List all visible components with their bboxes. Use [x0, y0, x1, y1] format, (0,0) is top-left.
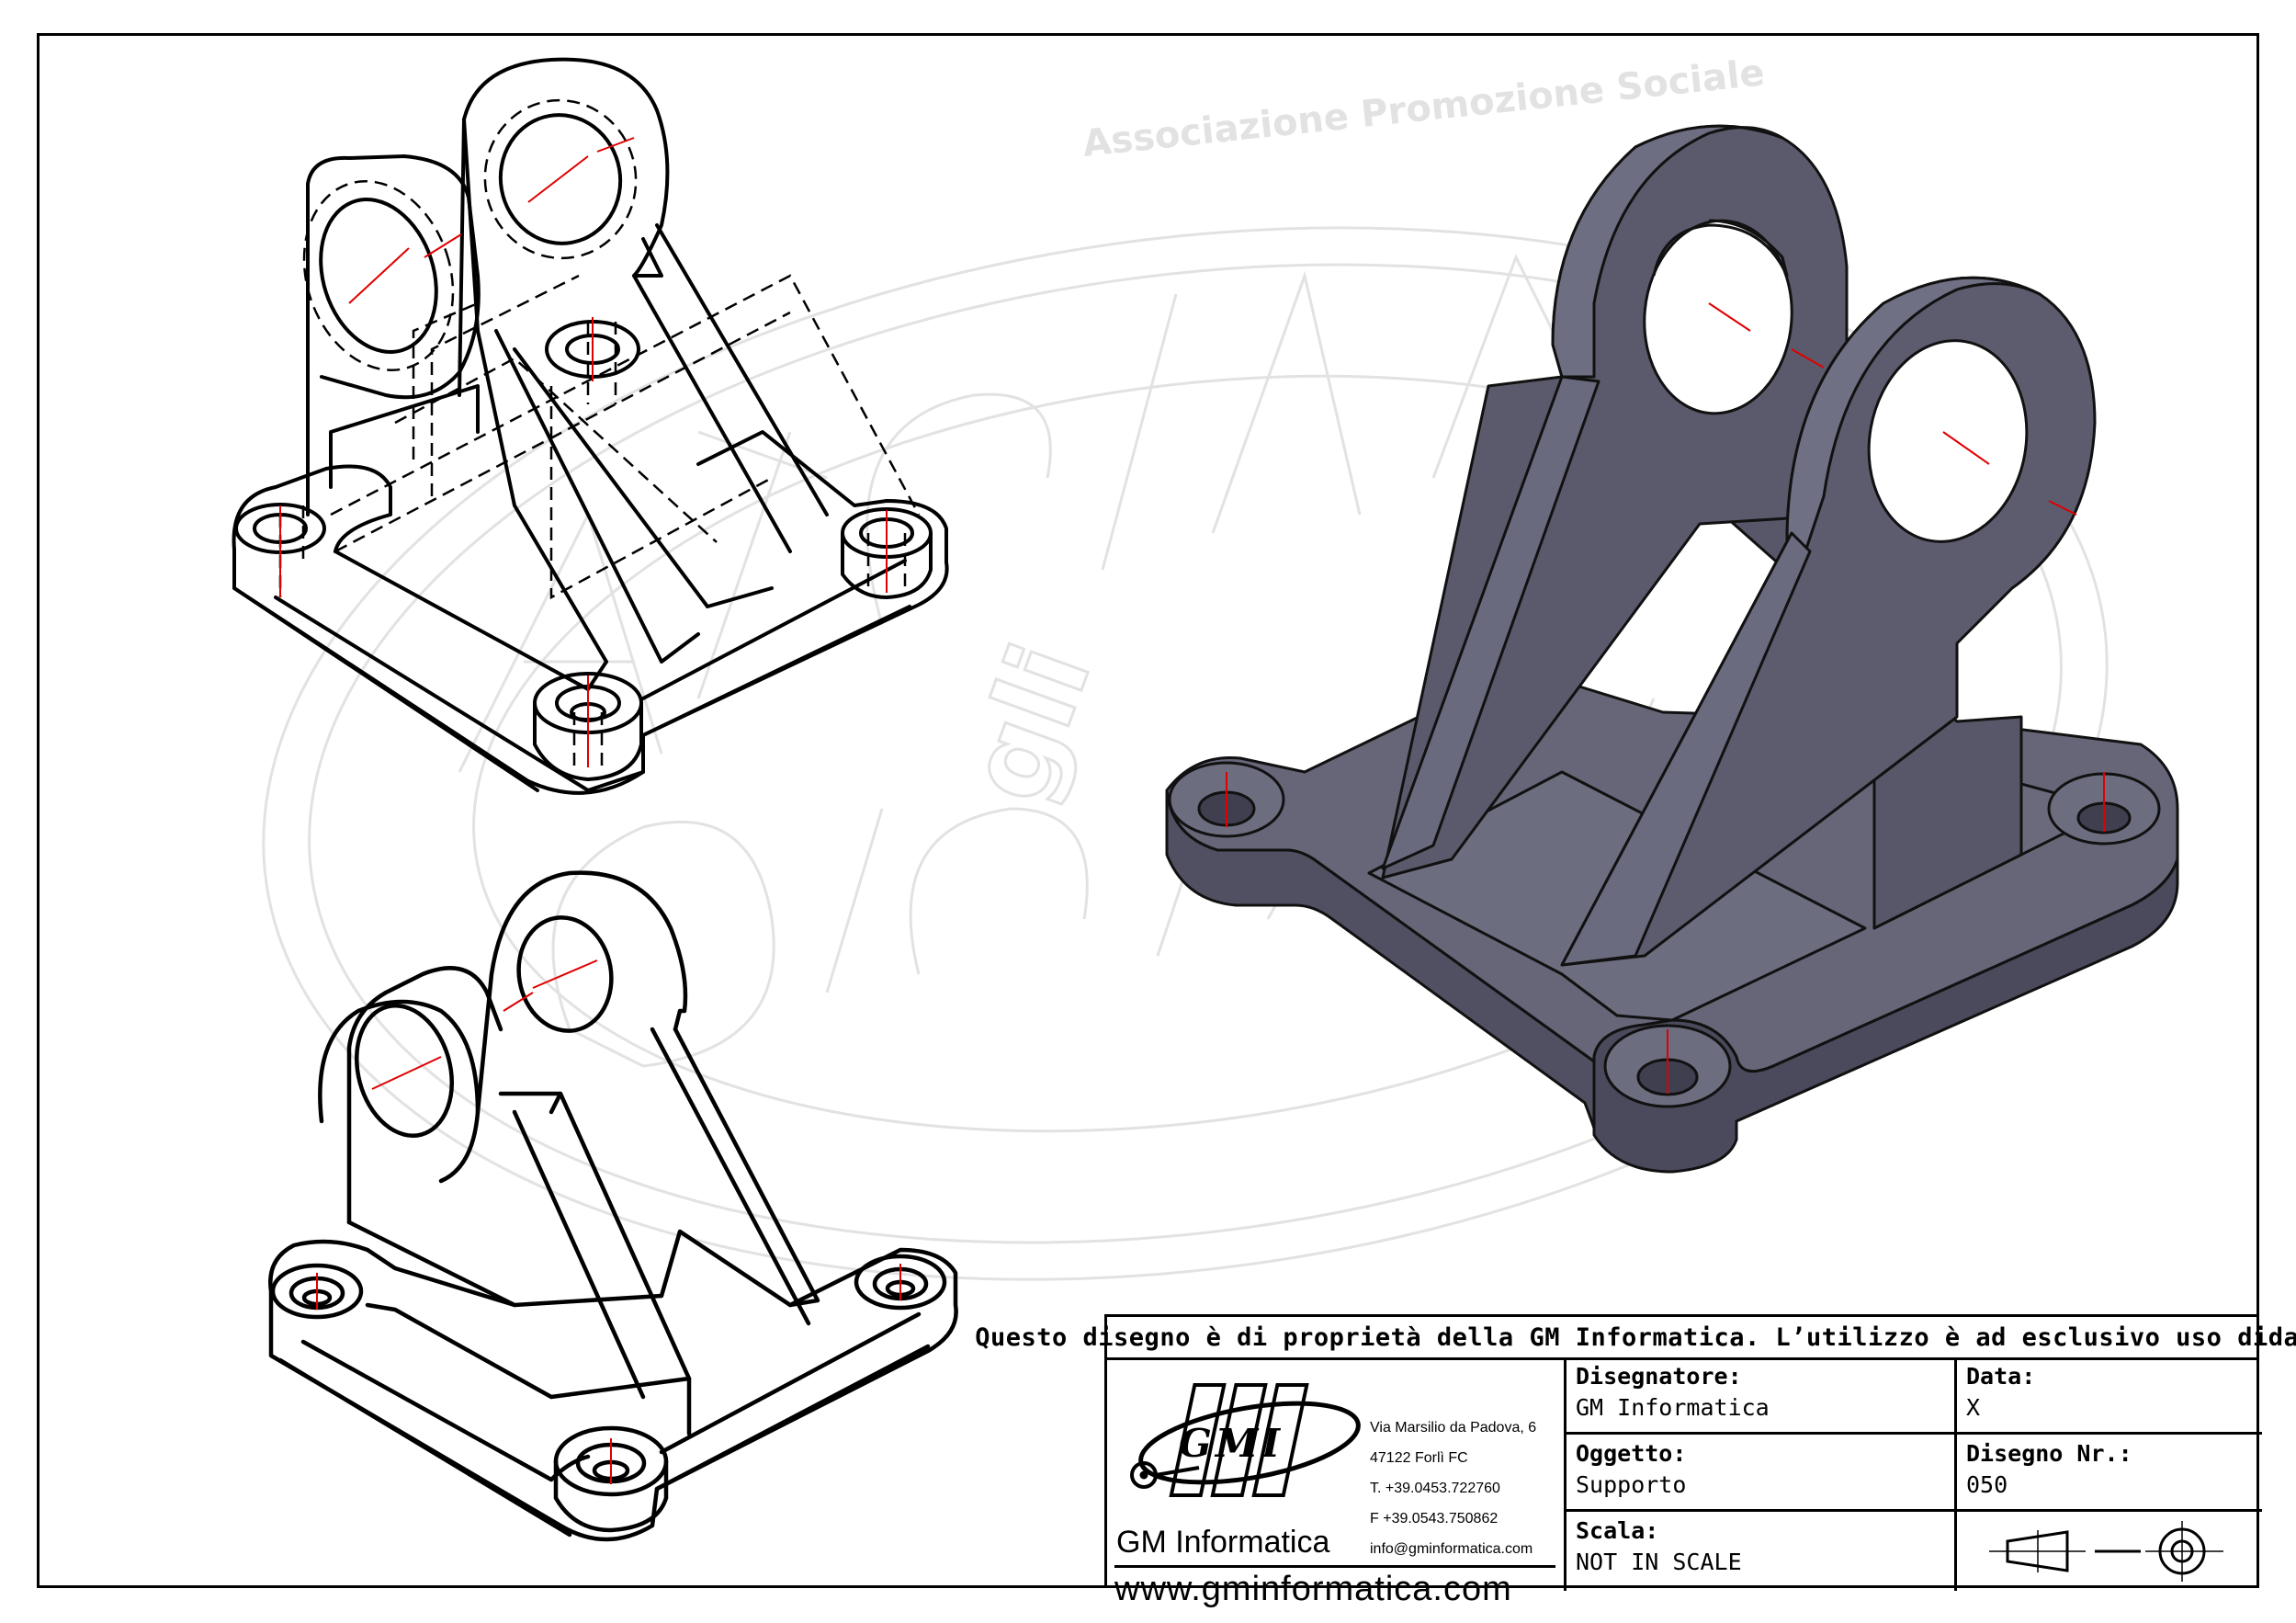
watermark-word-gli: gli — [944, 629, 1116, 818]
centerlines-view1 — [279, 137, 888, 767]
company-name: GM Informatica — [1116, 1525, 1330, 1560]
field-value: NOT IN SCALE — [1576, 1549, 1742, 1575]
isometric-view-hidden-lines — [232, 57, 949, 795]
ownership-notice: Questo disegno è di proprietà della GM I… — [975, 1317, 2296, 1360]
fax-line: F +39.0543.750862 — [1370, 1511, 1499, 1527]
gmi-logo: GMI — [1130, 1383, 1361, 1497]
phone-line: T. +39.0453.722760 — [1370, 1481, 1500, 1496]
title-block: Questo disegno è di proprietà della GM I… — [975, 1314, 2296, 1608]
centerlines-view3 — [1226, 302, 2105, 1094]
centerlines-view2 — [316, 959, 901, 1484]
field-label: Disegno Nr.: — [1966, 1440, 2132, 1467]
field-label: Data: — [1966, 1363, 2036, 1390]
sheet-border — [37, 33, 2259, 1588]
first-angle-projection-icon — [1989, 1521, 2223, 1582]
field-label: Oggetto: — [1576, 1440, 1687, 1467]
hidden-lines — [278, 98, 921, 772]
field-label: Scala: — [1576, 1517, 1659, 1544]
projection-symbol-cell — [1957, 1512, 2262, 1591]
company-address: Via Marsilio da Padova, 6 47122 Forlì FC… — [1370, 1413, 1536, 1564]
shaded-3d-view — [1165, 124, 2179, 1174]
address-line: Via Marsilio da Padova, 6 — [1370, 1420, 1537, 1436]
company-website: www.gminformatica.com — [1114, 1565, 1555, 1609]
address-line: 47122 Forlì FC — [1370, 1450, 1468, 1466]
field-oggetto: Oggetto: Supporto — [1566, 1435, 1957, 1512]
email-line: info@gminformatica.com — [1370, 1541, 1533, 1557]
field-value: GM Informatica — [1576, 1394, 1770, 1421]
logo-lettering: GMI — [1179, 1421, 1284, 1466]
field-value: Supporto — [1576, 1471, 1687, 1498]
field-disegnatore: Disegnatore: GM Informatica — [1566, 1357, 1957, 1435]
field-data: Data: X — [1957, 1357, 2262, 1435]
field-scala: Scala: NOT IN SCALE — [1566, 1512, 1957, 1591]
company-logo-cell: GMI Via Marsilio da Padova, 6 47122 Forl… — [1107, 1357, 1566, 1608]
field-disegno-nr: Disegno Nr.: 050 — [1957, 1435, 2262, 1512]
field-value: 050 — [1966, 1471, 2008, 1498]
field-label: Disegnatore: — [1576, 1363, 1742, 1390]
isometric-view-visible-lines — [268, 870, 958, 1542]
field-value: X — [1966, 1394, 1981, 1421]
